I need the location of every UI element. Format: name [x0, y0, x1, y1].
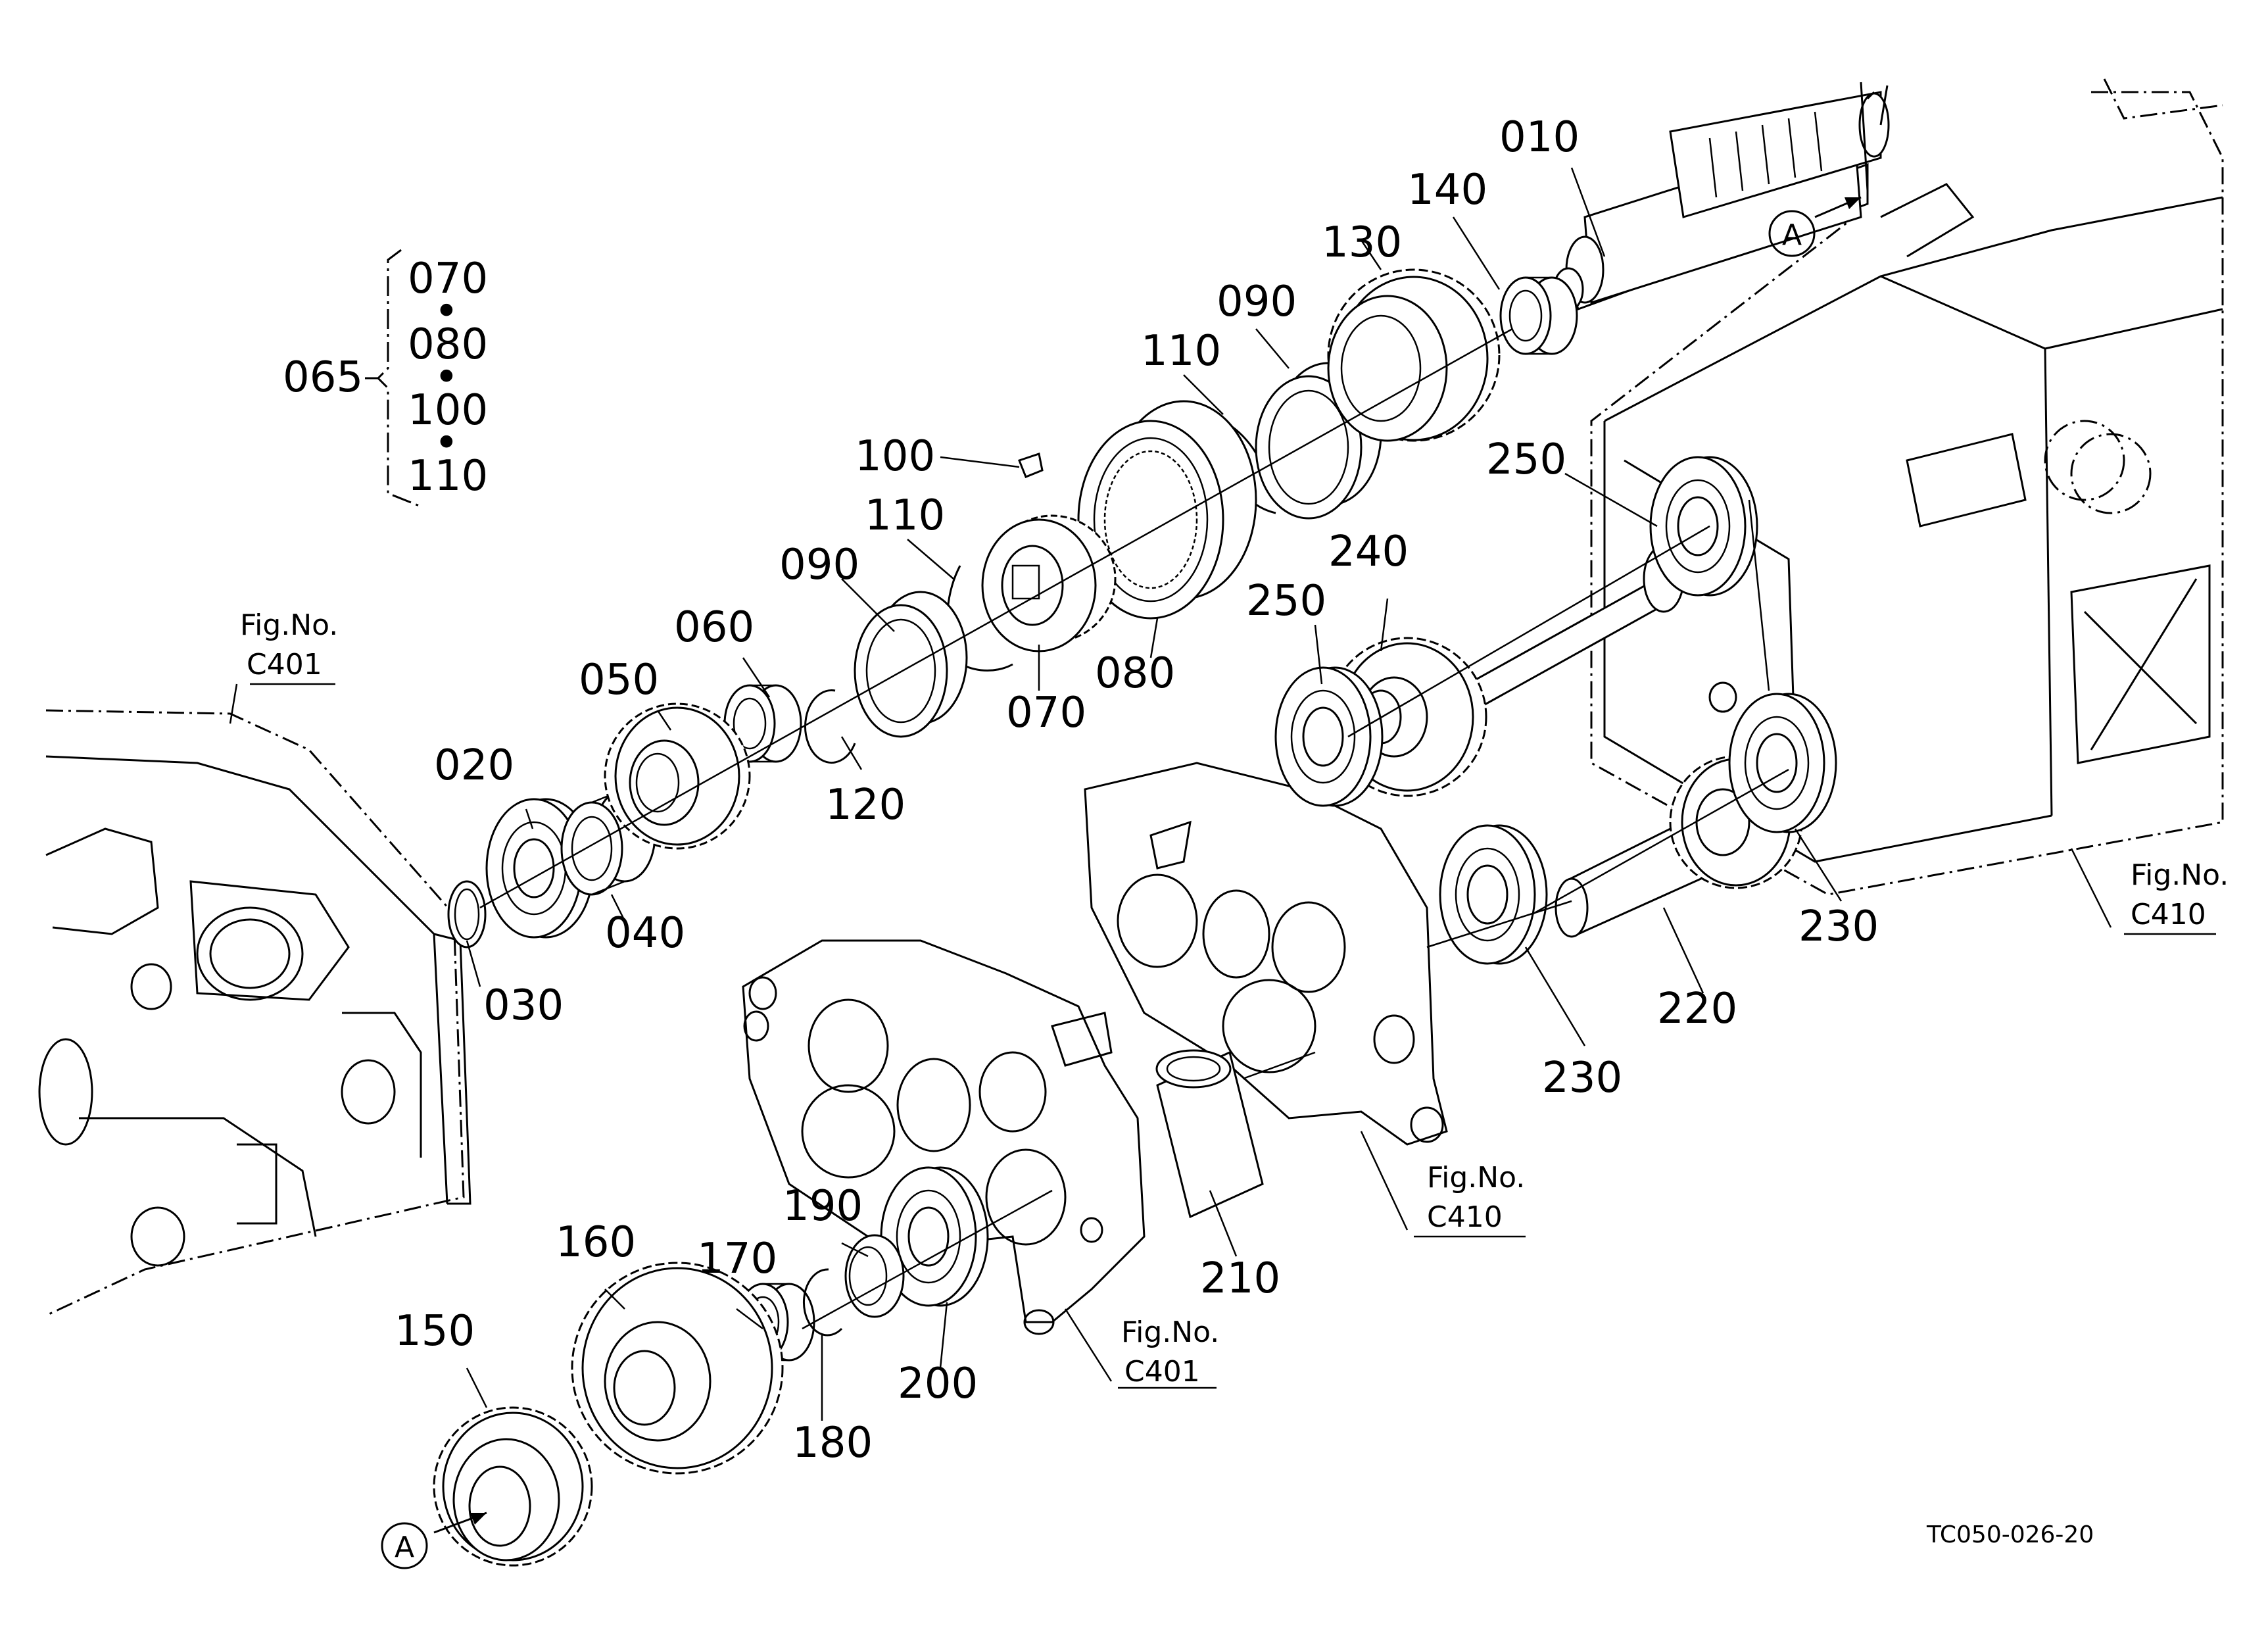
label-120: 120 [825, 781, 905, 829]
fig-ref-title: Fig.No. [1121, 1315, 1219, 1349]
label-080: 080 [1095, 649, 1175, 698]
section-arrow-lower [433, 1512, 487, 1534]
fig-ref-code: C401 [1124, 1355, 1200, 1389]
fig-ref-code: C401 [247, 648, 322, 681]
main-shaft-010 [1553, 85, 1890, 312]
kit-separator: • [434, 353, 459, 402]
gear-050 [604, 702, 751, 850]
label-230-lower: 230 [1542, 1054, 1622, 1102]
label-110-lower: 110 [865, 491, 945, 540]
label-090-upper: 090 [1217, 278, 1297, 326]
fig-ref-title: Fig.No. [240, 608, 338, 642]
kit-065-list: 070 • 080 • 100 • 110 [408, 255, 488, 501]
kit-separator: • [434, 287, 459, 336]
fig-ref-lines [229, 683, 2216, 1389]
left-transmission-case [38, 709, 471, 1317]
label-090-lower: 090 [779, 541, 859, 589]
label-160: 160 [556, 1218, 636, 1267]
label-180: 180 [792, 1419, 873, 1467]
figure-references: Fig.No. C401 Fig.No. C410 Fig.No. C410 F… [240, 608, 2229, 1389]
bearing-250-lower [1274, 666, 1384, 807]
coupler-sleeve-080 [1077, 400, 1257, 620]
kit-item-100: 100 [408, 386, 488, 435]
fig-ref-title: Fig.No. [1427, 1161, 1525, 1194]
needle-bearing-140 [1499, 276, 1578, 355]
label-070: 070 [1006, 689, 1086, 737]
assembly-center-lines [479, 328, 1789, 1330]
gear-160 [571, 1262, 784, 1475]
label-250-upper: 250 [1486, 435, 1566, 484]
part-labels: 010 140 130 090 110 100 110 090 060 050 … [283, 113, 1879, 1467]
label-130: 130 [1322, 218, 1402, 267]
fig-ref-code: C410 [2131, 898, 2206, 931]
label-150: 150 [395, 1307, 475, 1356]
synchro-hub-070 [981, 514, 1117, 652]
center-housing-c410 [1084, 762, 1448, 1146]
label-230-upper: 230 [1798, 902, 1879, 951]
kit-065-bracket [365, 249, 422, 508]
label-010: 010 [1499, 113, 1580, 162]
label-030: 030 [483, 981, 564, 1030]
label-060: 060 [674, 603, 754, 652]
leader-lines [466, 82, 1869, 1421]
bearing-230-lower [1439, 824, 1548, 965]
kit-item-070: 070 [408, 255, 488, 303]
gear-130 [1327, 268, 1501, 442]
label-210: 210 [1200, 1254, 1280, 1303]
ring-190 [844, 1234, 905, 1318]
snap-ring-030 [447, 880, 487, 948]
fig-ref-title: Fig.No. [2131, 858, 2229, 892]
kit-item-080: 080 [408, 320, 488, 369]
label-065: 065 [283, 353, 363, 402]
label-050: 050 [579, 656, 659, 704]
bushing-210 [1155, 1049, 1264, 1219]
label-240: 240 [1328, 528, 1409, 576]
section-mark-lower: A [381, 1522, 428, 1569]
synchro-ring-090-lower [854, 591, 968, 738]
label-200: 200 [898, 1360, 978, 1408]
drawing-code: TC050-026-20 [1926, 1521, 2094, 1548]
section-mark-letter: A [395, 1531, 414, 1564]
snap-ring-120 [804, 689, 856, 764]
label-040: 040 [605, 909, 685, 958]
counter-shaft-gear-240 [1327, 545, 1685, 797]
label-220: 220 [1657, 985, 1737, 1033]
section-mark-letter: A [1782, 218, 1802, 252]
front-housing-c401 [742, 939, 1146, 1335]
label-170: 170 [697, 1235, 777, 1283]
shifter-key-100 [1018, 453, 1044, 478]
snap-ring-180 [802, 1268, 843, 1337]
label-190: 190 [783, 1182, 863, 1231]
label-020: 020 [434, 741, 514, 790]
label-250-lower: 250 [1246, 577, 1326, 626]
label-100: 100 [855, 432, 935, 481]
section-arrow-upper [1814, 196, 1862, 218]
kit-separator: • [434, 419, 459, 468]
gear-150 [433, 1406, 593, 1567]
label-140: 140 [1407, 166, 1487, 214]
bearing-250-upper [1649, 456, 1758, 597]
bearing-230-upper [1728, 693, 1837, 833]
fig-ref-code: C410 [1427, 1200, 1503, 1234]
section-mark-upper: A [1768, 210, 1816, 257]
kit-item-110: 110 [408, 452, 488, 501]
label-110-upper: 110 [1141, 327, 1221, 376]
